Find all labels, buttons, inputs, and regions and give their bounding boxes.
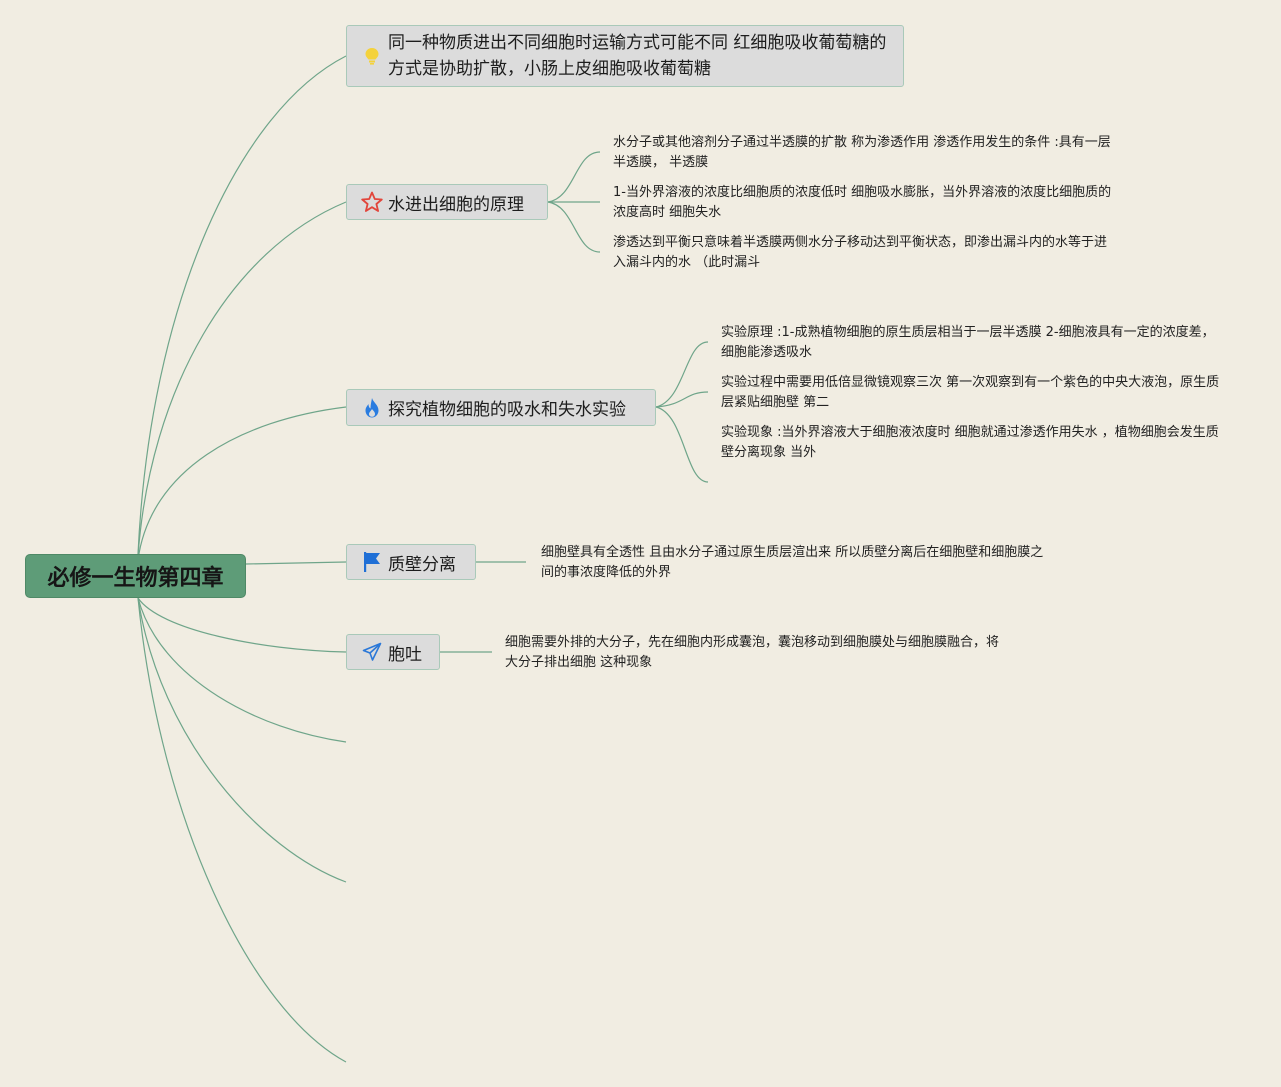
note-water-3[interactable]: 渗透达到平衡只意味着半透膜两侧水分子移动达到平衡状态，即渗出漏斗内的水等于进入漏… <box>613 235 1108 270</box>
lightbulb-icon <box>361 45 383 67</box>
note-plasmolysis[interactable]: 细胞壁具有全透性 且由水分子通过原生质层渲出来 所以质壁分离后在细胞壁和细胞膜之… <box>541 545 1044 580</box>
note-water-2[interactable]: 1-当外界溶液的浓度比细胞质的浓度低时 细胞吸水膨胀，当外界溶液的浓度比细胞质的… <box>613 185 1112 220</box>
topic-exocytosis[interactable]: 胞吐 <box>346 634 440 670</box>
note-experiment-1[interactable]: 实验原理 :1-成熟植物细胞的原生质层相当于一层半透膜 2-细胞液具有一定的浓度… <box>721 325 1215 360</box>
flame-icon <box>361 397 383 419</box>
branch-line-topic1 <box>137 55 347 555</box>
topic-water-principle[interactable]: 水进出细胞的原理 <box>346 184 548 220</box>
note-exocytosis[interactable]: 细胞需要外排的大分子，先在细胞内形成囊泡，囊泡移动到细胞膜处与细胞膜融合，将大分… <box>505 635 1000 670</box>
branch-line-topic2 <box>137 201 347 557</box>
branch-line-topic3 <box>137 406 347 561</box>
topic-plasmolysis[interactable]: 质壁分离 <box>346 544 476 580</box>
topic-label: 同一种物质进出不同细胞时运输方式可能不同 红细胞吸收葡萄糖的方式是协助扩散，小肠… <box>388 33 887 79</box>
flag-icon <box>361 551 383 573</box>
topic-label: 质壁分离 <box>388 554 456 575</box>
sub-line-water-1 <box>547 151 601 203</box>
paper-plane-icon <box>361 641 383 663</box>
star-icon <box>361 191 383 213</box>
central-topic[interactable]: 必修一生物第四章 <box>25 554 246 598</box>
branch-line-topic4 <box>245 561 347 565</box>
topic-label: 胞吐 <box>388 644 422 665</box>
sub-line-exp-3 <box>655 406 709 483</box>
note-water-1[interactable]: 水分子或其他溶剂分子通过半透膜的扩散 称为渗透作用 渗透作用发生的条件 :具有一… <box>613 135 1111 170</box>
branch-line-empty3 <box>137 597 347 1063</box>
branch-line-empty2 <box>137 597 347 883</box>
topic-transport-methods[interactable]: 同一种物质进出不同细胞时运输方式可能不同 红细胞吸收葡萄糖的方式是协助扩散，小肠… <box>346 25 904 87</box>
branch-line-topic5 <box>137 597 347 653</box>
sub-line-exp-2 <box>655 391 709 408</box>
central-topic-label: 必修一生物第四章 <box>47 566 224 591</box>
topic-label: 探究植物细胞的吸水和失水实验 <box>388 400 626 420</box>
sub-line-water-3 <box>547 201 601 253</box>
note-experiment-2[interactable]: 实验过程中需要用低倍显微镜观察三次 第一次观察到有一个紫色的中央大液泡，原生质层… <box>721 375 1220 410</box>
topic-plant-cell-experiment[interactable]: 探究植物细胞的吸水和失水实验 <box>346 389 656 426</box>
topic-label: 水进出细胞的原理 <box>388 194 524 215</box>
sub-line-exp-1 <box>655 341 709 408</box>
note-experiment-3[interactable]: 实验现象 :当外界溶液大于细胞液浓度时 细胞就通过渗透作用失水 ，植物细胞会发生… <box>721 425 1219 460</box>
branch-line-empty1 <box>137 597 347 743</box>
